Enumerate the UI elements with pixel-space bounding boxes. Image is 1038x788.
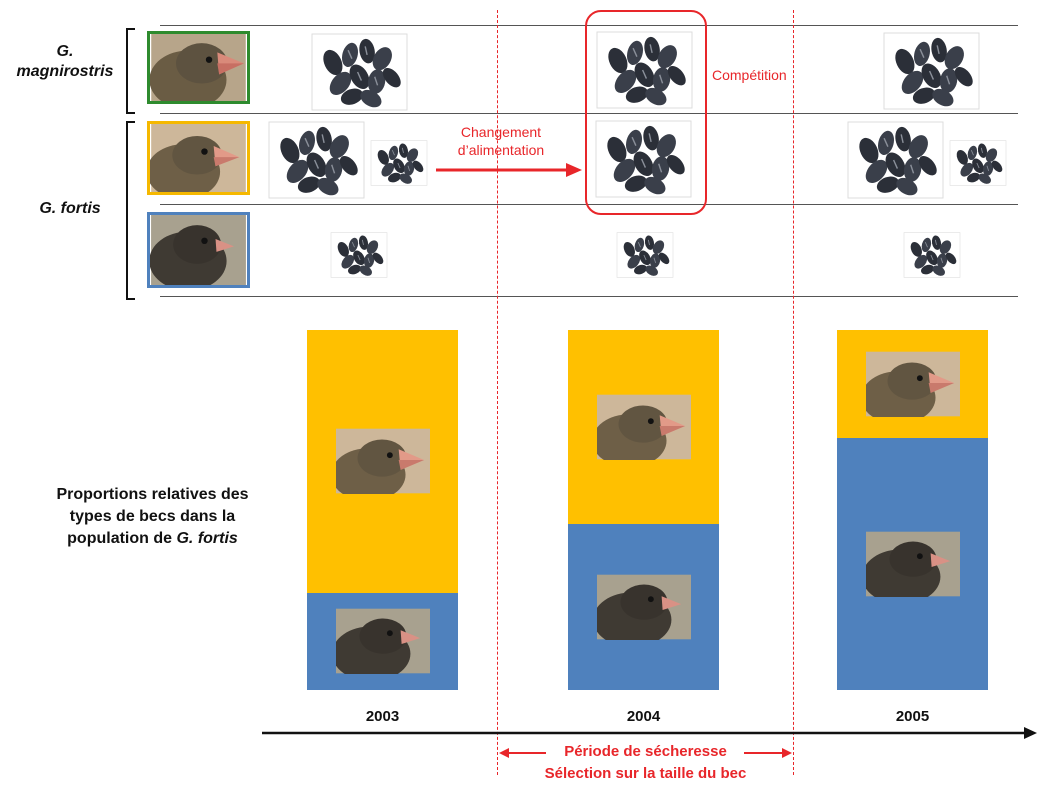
seed-pile-small-2005-fortis — [949, 140, 1007, 187]
seed-pile-large-2005-magnirostris — [883, 32, 980, 111]
finch-small-beak-icon — [150, 215, 246, 285]
seed-pile-large-2005-fortis — [847, 121, 944, 200]
competition-box — [585, 10, 707, 215]
fortis-bracket — [126, 121, 135, 300]
drought-period-arrow — [499, 748, 792, 758]
finch-large-beak-icon — [335, 428, 430, 495]
drought-boundary-right — [793, 10, 794, 775]
finch-small-beak-icon — [596, 574, 691, 641]
diet-change-arrow — [436, 163, 582, 177]
timeline-arrow — [262, 727, 1037, 739]
bird-photo-fortis-large — [147, 121, 250, 195]
species-label-magnirostris-line1: G. — [56, 43, 74, 60]
finch-large-beak-icon — [150, 34, 246, 101]
caption-line2: types de becs dans la — [69, 508, 236, 525]
species-label-magnirostris-line2: magnirostris — [16, 63, 114, 80]
magnirostris-bracket — [126, 28, 135, 114]
finch-large-beak-icon — [596, 394, 691, 461]
row-line-1 — [160, 113, 1018, 114]
bar-2005 — [837, 330, 988, 690]
species-label-fortis: G. fortis — [39, 200, 101, 217]
seed-pile-small-2003-fortis — [370, 140, 428, 187]
caption-line3-prefix: population de — [67, 530, 177, 547]
bar-2003 — [307, 330, 458, 690]
bar-2004 — [568, 330, 719, 690]
proportions-caption: Proportions relatives des types de becs … — [30, 484, 275, 550]
seed-pile-large-2003-magnirostris — [311, 33, 408, 112]
diet-change-label-line2: d’alimentation — [457, 142, 545, 158]
species-label-magnirostris: G. magnirostris — [6, 42, 124, 82]
row-line-bottom — [160, 296, 1018, 297]
bird-photo-magnirostris — [147, 31, 250, 104]
caption-line3: population de G. fortis — [30, 528, 275, 550]
bird-photo-fortis-small — [147, 212, 250, 288]
competition-label: Compétition — [712, 67, 787, 83]
finch-small-beak-icon — [865, 531, 960, 597]
finch-large-beak-icon — [865, 351, 960, 417]
seed-pile-small-2003-fortis-small-beak — [330, 232, 388, 279]
year-label-2004: 2004 — [626, 708, 661, 725]
year-label-2003: 2003 — [365, 708, 400, 725]
finch-small-beak-icon — [335, 608, 430, 675]
seed-pile-small-2005-fortis-small-beak — [903, 232, 961, 279]
drought-period-label: Période de sécheresse — [564, 743, 727, 760]
caption-line3-italic: G. fortis — [176, 530, 238, 547]
year-label-2005: 2005 — [895, 708, 930, 725]
diet-change-label: Changement d’alimentation — [426, 123, 576, 159]
finch-medium-beak-icon — [150, 124, 246, 192]
seed-pile-small-2004-fortis-small-beak — [616, 232, 674, 279]
selection-label: Sélection sur la taille du bec — [544, 765, 747, 782]
diet-change-label-line1: Changement — [460, 124, 542, 140]
drought-boundary-left — [497, 10, 498, 775]
caption-line1: Proportions relatives des — [56, 486, 249, 503]
seed-pile-large-2003-fortis — [268, 121, 365, 200]
